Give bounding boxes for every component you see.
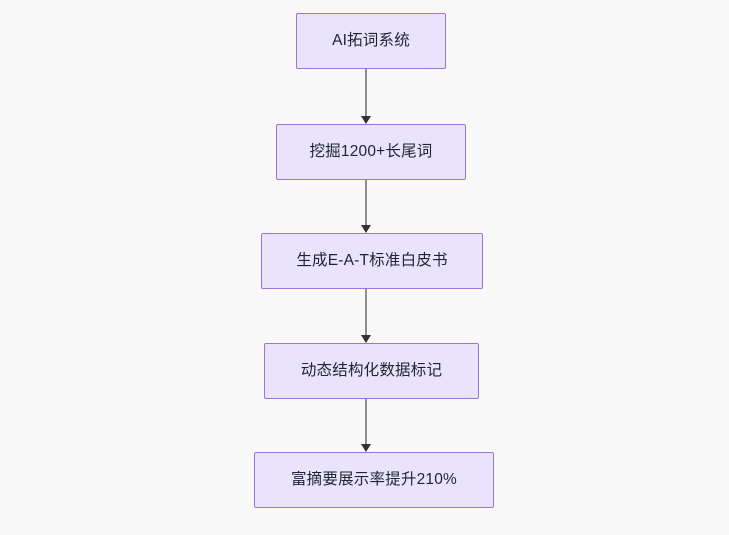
connector-line bbox=[365, 180, 367, 226]
connector-n4-n5 bbox=[356, 399, 376, 452]
flow-node-label: 挖掘1200+长尾词 bbox=[309, 143, 433, 161]
flow-node-label: 富摘要展示率提升210% bbox=[290, 471, 458, 489]
connector-n2-n3 bbox=[356, 180, 376, 233]
flow-node-structured-data-markup[interactable]: 动态结构化数据标记 bbox=[264, 343, 479, 399]
arrowhead-icon bbox=[361, 225, 371, 233]
arrowhead-icon bbox=[361, 116, 371, 124]
connector-n3-n4 bbox=[356, 289, 376, 343]
flow-node-label: 动态结构化数据标记 bbox=[300, 362, 443, 380]
flow-node-label: AI拓词系统 bbox=[332, 32, 410, 50]
connector-line bbox=[365, 289, 367, 336]
flow-node-label: 生成E-A-T标准白皮书 bbox=[296, 252, 448, 270]
flow-node-ai-keyword-system[interactable]: AI拓词系统 bbox=[296, 13, 446, 69]
connector-line bbox=[365, 69, 367, 117]
connector-line bbox=[365, 399, 367, 445]
connector-n1-n2 bbox=[356, 69, 376, 124]
flow-node-eat-whitepaper[interactable]: 生成E-A-T标准白皮书 bbox=[261, 233, 483, 289]
arrowhead-icon bbox=[361, 444, 371, 452]
flow-node-rich-snippet-result[interactable]: 富摘要展示率提升210% bbox=[254, 452, 494, 508]
arrowhead-icon bbox=[361, 335, 371, 343]
flow-node-longtail-mining[interactable]: 挖掘1200+长尾词 bbox=[276, 124, 466, 180]
